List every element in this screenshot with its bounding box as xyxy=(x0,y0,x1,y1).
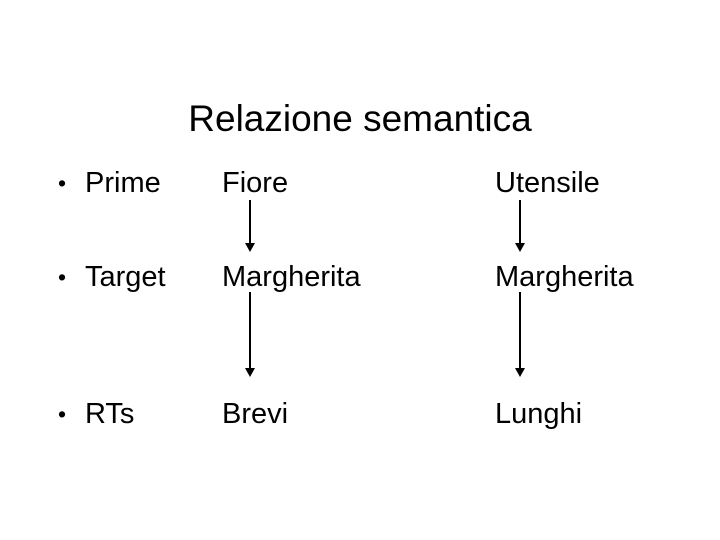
row-label-rts: • RTs xyxy=(58,395,134,433)
row-label-text: Target xyxy=(85,261,166,293)
arrow-head xyxy=(515,368,525,377)
table-row: • RTs Brevi Lunghi xyxy=(0,395,720,435)
row-label-text: Prime xyxy=(85,167,161,199)
arrow-head xyxy=(515,243,525,252)
arrow-shaft xyxy=(249,292,251,370)
arrow-shaft xyxy=(519,292,521,370)
bullet-icon: • xyxy=(58,170,67,196)
arrow-head xyxy=(245,243,255,252)
arrow-shaft xyxy=(519,200,521,245)
cell-right-target: Margherita xyxy=(495,261,634,293)
arrow-down-icon-middle-prime-to-target xyxy=(242,200,258,252)
page-title: Relazione semantica xyxy=(188,97,532,139)
arrow-down-icon-right-prime-to-target xyxy=(512,200,528,252)
table-row: • Target Margherita Margherita xyxy=(0,258,720,298)
cell-right-prime: Utensile xyxy=(495,167,600,199)
cell-middle-target: Margherita xyxy=(222,261,361,293)
arrow-head xyxy=(245,368,255,377)
bullet-icon: • xyxy=(58,264,67,290)
cell-right-rts: Lunghi xyxy=(495,398,583,430)
arrow-shaft xyxy=(249,200,251,245)
cell-middle-prime: Fiore xyxy=(222,167,289,199)
row-label-target: • Target xyxy=(58,258,166,296)
row-label-prime: • Prime xyxy=(58,164,161,202)
arrow-down-icon-right-target-to-rts xyxy=(512,292,528,378)
cell-middle-rts: Brevi xyxy=(222,398,289,430)
bullet-icon: • xyxy=(58,401,67,427)
arrow-down-icon-middle-target-to-rts xyxy=(242,292,258,378)
table-row: • Prime Fiore Utensile xyxy=(0,164,720,204)
row-label-text: RTs xyxy=(85,398,135,430)
slide-body: • Prime Fiore Utensile • Target Margherita… xyxy=(0,150,720,450)
